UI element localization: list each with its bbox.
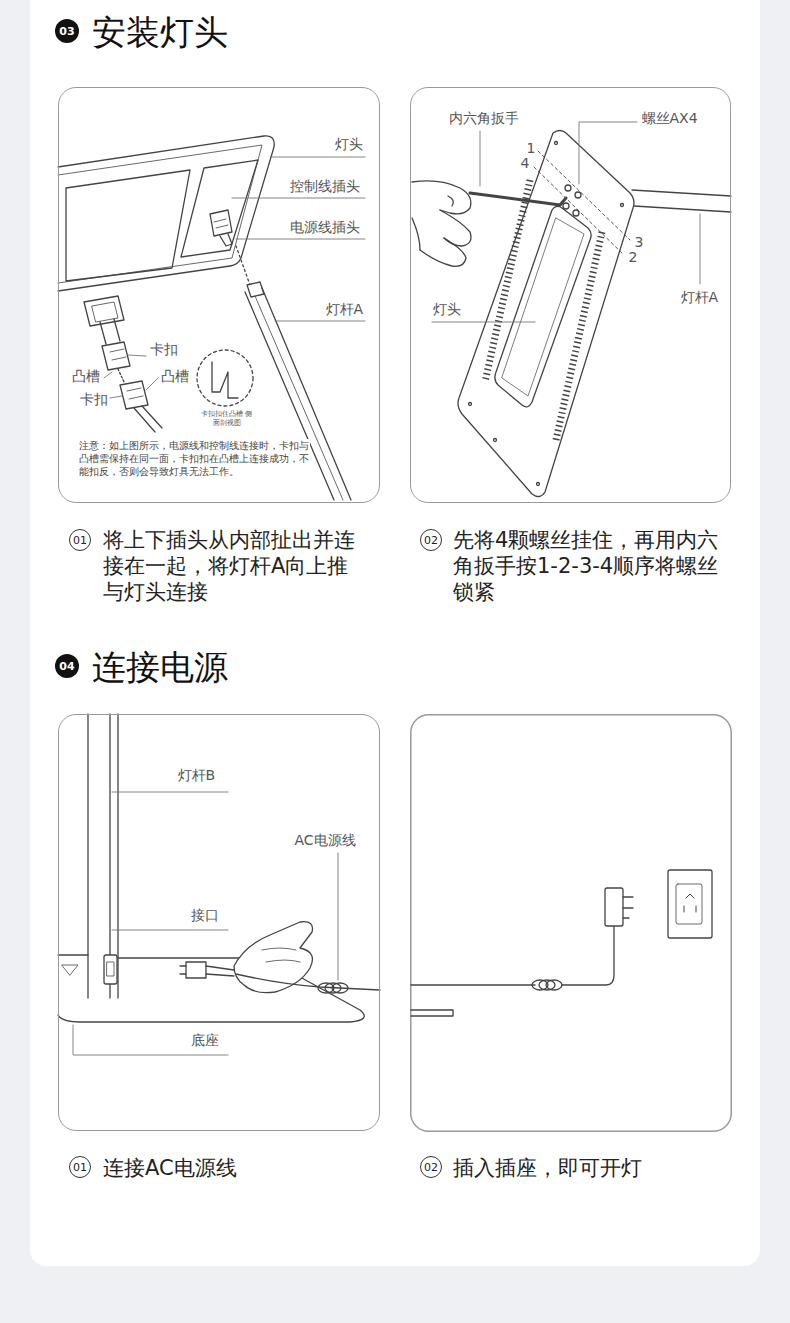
step-caption: 先将4颗螺丝挂住，再用内六角扳手按1-2-3-4顺序将螺丝锁紧 (453, 527, 719, 605)
part-label: 卡扣 (79, 390, 109, 408)
step-number-circle: 01 (69, 529, 91, 551)
section-number: 03 (59, 26, 74, 37)
part-label: 灯头 (334, 135, 364, 153)
part-label: AC电源线 (294, 831, 357, 849)
note-text: 注意：如上图所示，电源线和控制线连接时，卡扣与凸槽需保持在同一面，卡扣扣在凸槽上… (78, 439, 310, 478)
section-badge: 04 (55, 654, 79, 678)
part-label: 灯杆B (177, 766, 217, 784)
step-number-circle: 01 (69, 1156, 91, 1178)
part-label: 凸槽 (71, 367, 101, 385)
part-label: 控制线插头 (289, 177, 361, 195)
lamp-head-back-illustration (458, 131, 731, 497)
part-label: 灯杆A (325, 300, 365, 318)
hex-wrench-hand (412, 181, 566, 266)
section-heading: 连接电源 (92, 645, 228, 689)
callout-number: 4 (520, 154, 531, 172)
step-caption: 连接AC电源线 (103, 1155, 237, 1181)
leader-lines (104, 157, 365, 398)
step-caption: 将上下插头从内部扯出并连接在一起，将灯杆A向上推与灯头连接 (103, 527, 369, 605)
section-number: 04 (59, 661, 74, 672)
leader-lines (432, 122, 700, 322)
illustration-panel: 内六角扳手螺丝AX41432灯头灯杆A (410, 87, 731, 503)
part-label: 卡扣 (149, 340, 179, 358)
part-label: 螺丝AX4 (641, 109, 699, 127)
step-caption: 插入插座，即可开灯 (453, 1155, 642, 1181)
lamp-head-illustration (58, 136, 274, 291)
callout-number: 2 (628, 248, 639, 266)
section-view-label: 卡扣扣住凸槽 侧面剖视图 (198, 410, 256, 428)
pole-base-illustration (58, 714, 364, 1022)
part-label: 内六角扳手 (448, 109, 520, 127)
step-number: 01 (73, 1162, 87, 1173)
socket-illustration (411, 870, 712, 1016)
part-label: 灯头 (432, 300, 462, 318)
plug-hand (180, 922, 380, 993)
illustration-panel (411, 715, 732, 1132)
step-number: 02 (424, 535, 438, 546)
part-label: 底座 (190, 1031, 220, 1049)
part-label: 凸槽 (160, 367, 190, 385)
illustration-panel: 灯头控制线插头电源线插头灯杆A卡扣凸槽凸槽卡扣卡扣扣住凸槽 侧面剖视图注意：如上… (58, 87, 380, 503)
step-number: 01 (73, 535, 87, 546)
step-number-circle: 02 (420, 529, 442, 551)
part-label: 灯杆A (680, 288, 720, 306)
part-label: 电源线插头 (289, 218, 361, 236)
section-heading: 安装灯头 (92, 10, 228, 54)
section-badge: 03 (55, 19, 79, 43)
illustration-panel: 灯杆B AC电源线接口底座 (58, 714, 380, 1131)
part-label: 接口 (190, 906, 220, 924)
page-card (30, 0, 760, 1266)
step-number: 02 (424, 1162, 438, 1173)
step-number-circle: 02 (420, 1156, 442, 1178)
